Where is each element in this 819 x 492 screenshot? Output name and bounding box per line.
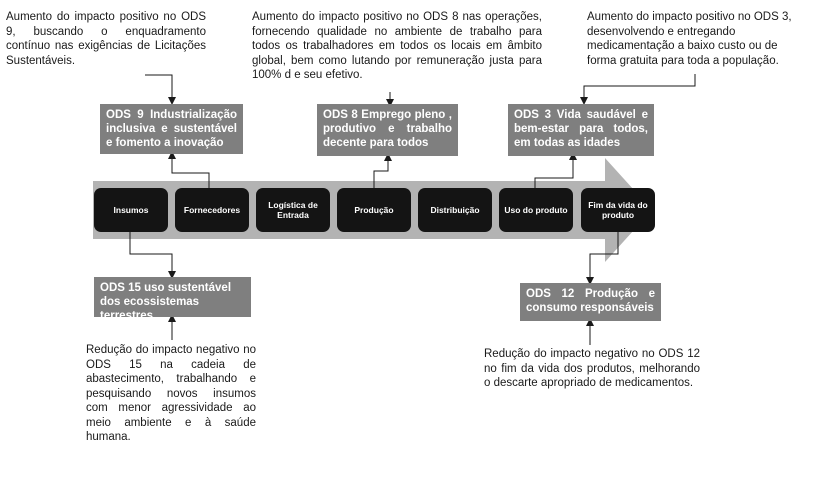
connector-uso-ods3 — [534, 152, 577, 188]
connector-fim-ods12 — [586, 232, 619, 285]
ods8-box: ODS 8 Emprego pleno , produtivo e trabal… — [317, 104, 458, 156]
note-ods3: Aumento do impacto positivo no ODS 3, de… — [587, 11, 792, 67]
note-ods15: Redução do impacto negativo no ODS 15 na… — [86, 344, 256, 443]
connector-insumos-ods15 — [129, 232, 176, 279]
stage-insumos: Insumos — [94, 188, 168, 232]
ods12-box: ODS 12 Produção e consumo responsáveis — [520, 283, 661, 321]
stage-producao: Produção — [337, 188, 411, 232]
stage-distribuicao: Distribuição — [418, 188, 492, 232]
connector-ods3-note — [580, 74, 696, 105]
ods3-box: ODS 3 Vida saudável e bem-estar para tod… — [508, 104, 654, 156]
note-ods8: Aumento do impacto positivo no ODS 8 nas… — [252, 11, 542, 81]
ods9-box: ODS 9 Industrialização inclusiva e suste… — [100, 104, 243, 154]
stage-fornecedores: Fornecedores — [175, 188, 249, 232]
connector-ods9-note — [145, 74, 176, 105]
note-ods12: Redução do impacto negativo no ODS 12 no… — [484, 348, 700, 389]
stage-logistica-entrada: Logística de Entrada — [256, 188, 330, 232]
note-ods9: Aumento do impacto positivo no ODS 9, bu… — [6, 11, 206, 67]
ods15-box: ODS 15 uso sustentável dos ecossistemas … — [94, 277, 251, 322]
connector-producao-ods8 — [373, 153, 392, 188]
stage-fim-vida-produto: Fim da vida do produto — [581, 188, 655, 232]
stage-uso-produto: Uso do produto — [499, 188, 573, 232]
connector-fornecedores-ods9 — [168, 151, 210, 188]
